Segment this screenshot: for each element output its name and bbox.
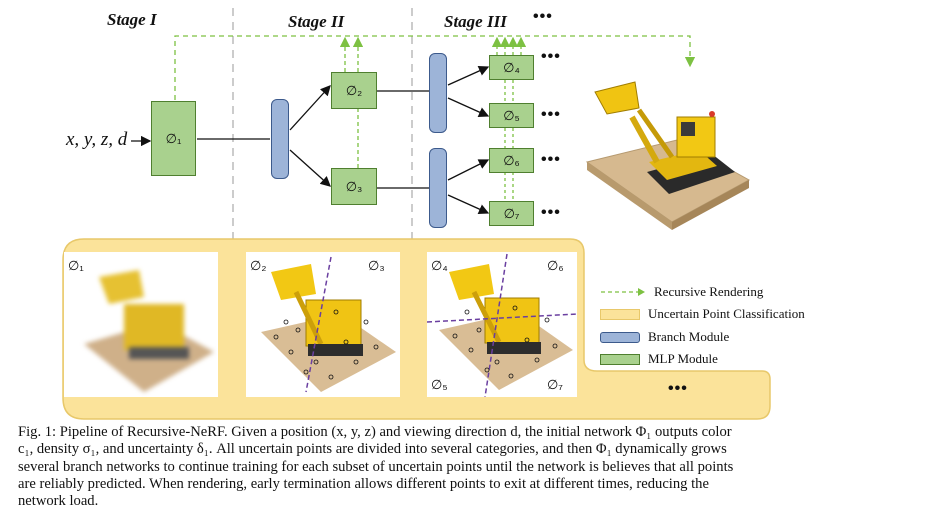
branch-module-stage3-upper: [429, 53, 447, 133]
thumb-phi3-label: ∅₃: [368, 258, 385, 273]
legend-swatch: [600, 353, 640, 365]
caption-line: network load.: [18, 493, 99, 510]
legend-swatch: [600, 331, 640, 343]
panel-continuation-dots: •••: [668, 380, 688, 397]
thumb-phi4-label: ∅₄: [431, 258, 448, 273]
mlp-module-phi7: ∅₇: [489, 201, 534, 226]
bulldozer-render-image: [585, 81, 751, 230]
legend-item-uncertain-point: Uncertain Point Classification: [600, 306, 805, 322]
thumb-phi7-label: ∅₇: [547, 377, 563, 392]
uncertain-classification-panel: [62, 238, 771, 420]
stage3-render-thumbnail: [427, 252, 577, 397]
caption-line: c₁, density σ₁, and uncertainty δ₁. All …: [18, 441, 727, 458]
thumb-phi2-label: ∅₂: [250, 258, 267, 273]
stage2-render-thumbnail: [246, 252, 400, 397]
legend-item-branch-module: Branch Module: [600, 329, 729, 345]
branch-module-stage2: [271, 99, 289, 179]
legend-label: MLP Module: [648, 351, 718, 366]
branch-to-phi3-arrow: [289, 149, 331, 187]
phi6-continuation-dots: •••: [541, 151, 561, 168]
legend-item-recursive-rendering: Recursive Rendering: [600, 284, 763, 300]
legend-green-arrow-icon: [601, 288, 645, 296]
mlp-module-phi2: ∅₂: [331, 72, 377, 109]
stage-2-label: Stage II: [288, 12, 345, 31]
legend-label: Uncertain Point Classification: [648, 306, 805, 321]
branch-to-phi4-arrow: [447, 65, 490, 86]
branch-to-phi7-arrow: [447, 194, 490, 215]
legend-swatch: [600, 308, 640, 320]
stage-1-label: Stage I: [107, 10, 157, 29]
caption-line: are reliably predicted. When rendering, …: [18, 475, 709, 492]
mlp-module-phi1: ∅₁: [151, 101, 196, 176]
thumb-phi6-label: ∅₆: [547, 258, 564, 273]
phi4-continuation-dots: •••: [541, 48, 561, 65]
branch-to-phi2-arrow: [289, 85, 331, 131]
mlp-module-phi4: ∅₄: [489, 55, 534, 80]
thumb-phi5-label: ∅₅: [431, 377, 448, 392]
mlp-module-phi6: ∅₆: [489, 148, 534, 173]
pipeline-connections: [131, 8, 696, 408]
caption-line: several branch networks to continue trai…: [18, 458, 734, 475]
more-stages-dots: •••: [533, 8, 553, 25]
stage1-render-thumbnail: [64, 252, 218, 397]
phi7-continuation-dots: •••: [541, 204, 561, 221]
branch-module-stage3-lower: [429, 148, 447, 228]
stage-3-label: Stage III: [444, 12, 507, 31]
phi5-continuation-dots: •••: [541, 106, 561, 123]
mlp-module-phi3: ∅₃: [331, 168, 377, 205]
input-label: x, y, z, d: [66, 129, 128, 150]
mlp-module-phi5: ∅₅: [489, 103, 534, 128]
branch-to-phi6-arrow: [447, 159, 490, 181]
legend-item-mlp-module: MLP Module: [600, 351, 718, 367]
thumb-phi1-label: ∅₁: [68, 258, 84, 273]
pipeline-figure: Stage I Stage II Stage III •••: [62, 8, 805, 420]
legend-label: Recursive Rendering: [654, 284, 764, 299]
legend-label: Branch Module: [648, 329, 730, 344]
rendering-path-top: [174, 35, 696, 100]
caption-line: Fig. 1: Pipeline of Recursive-NeRF. Give…: [18, 424, 732, 440]
branch-to-phi5-arrow: [447, 97, 490, 118]
figure-caption: Fig. 1: Pipeline of Recursive-NeRF. Give…: [18, 424, 878, 510]
